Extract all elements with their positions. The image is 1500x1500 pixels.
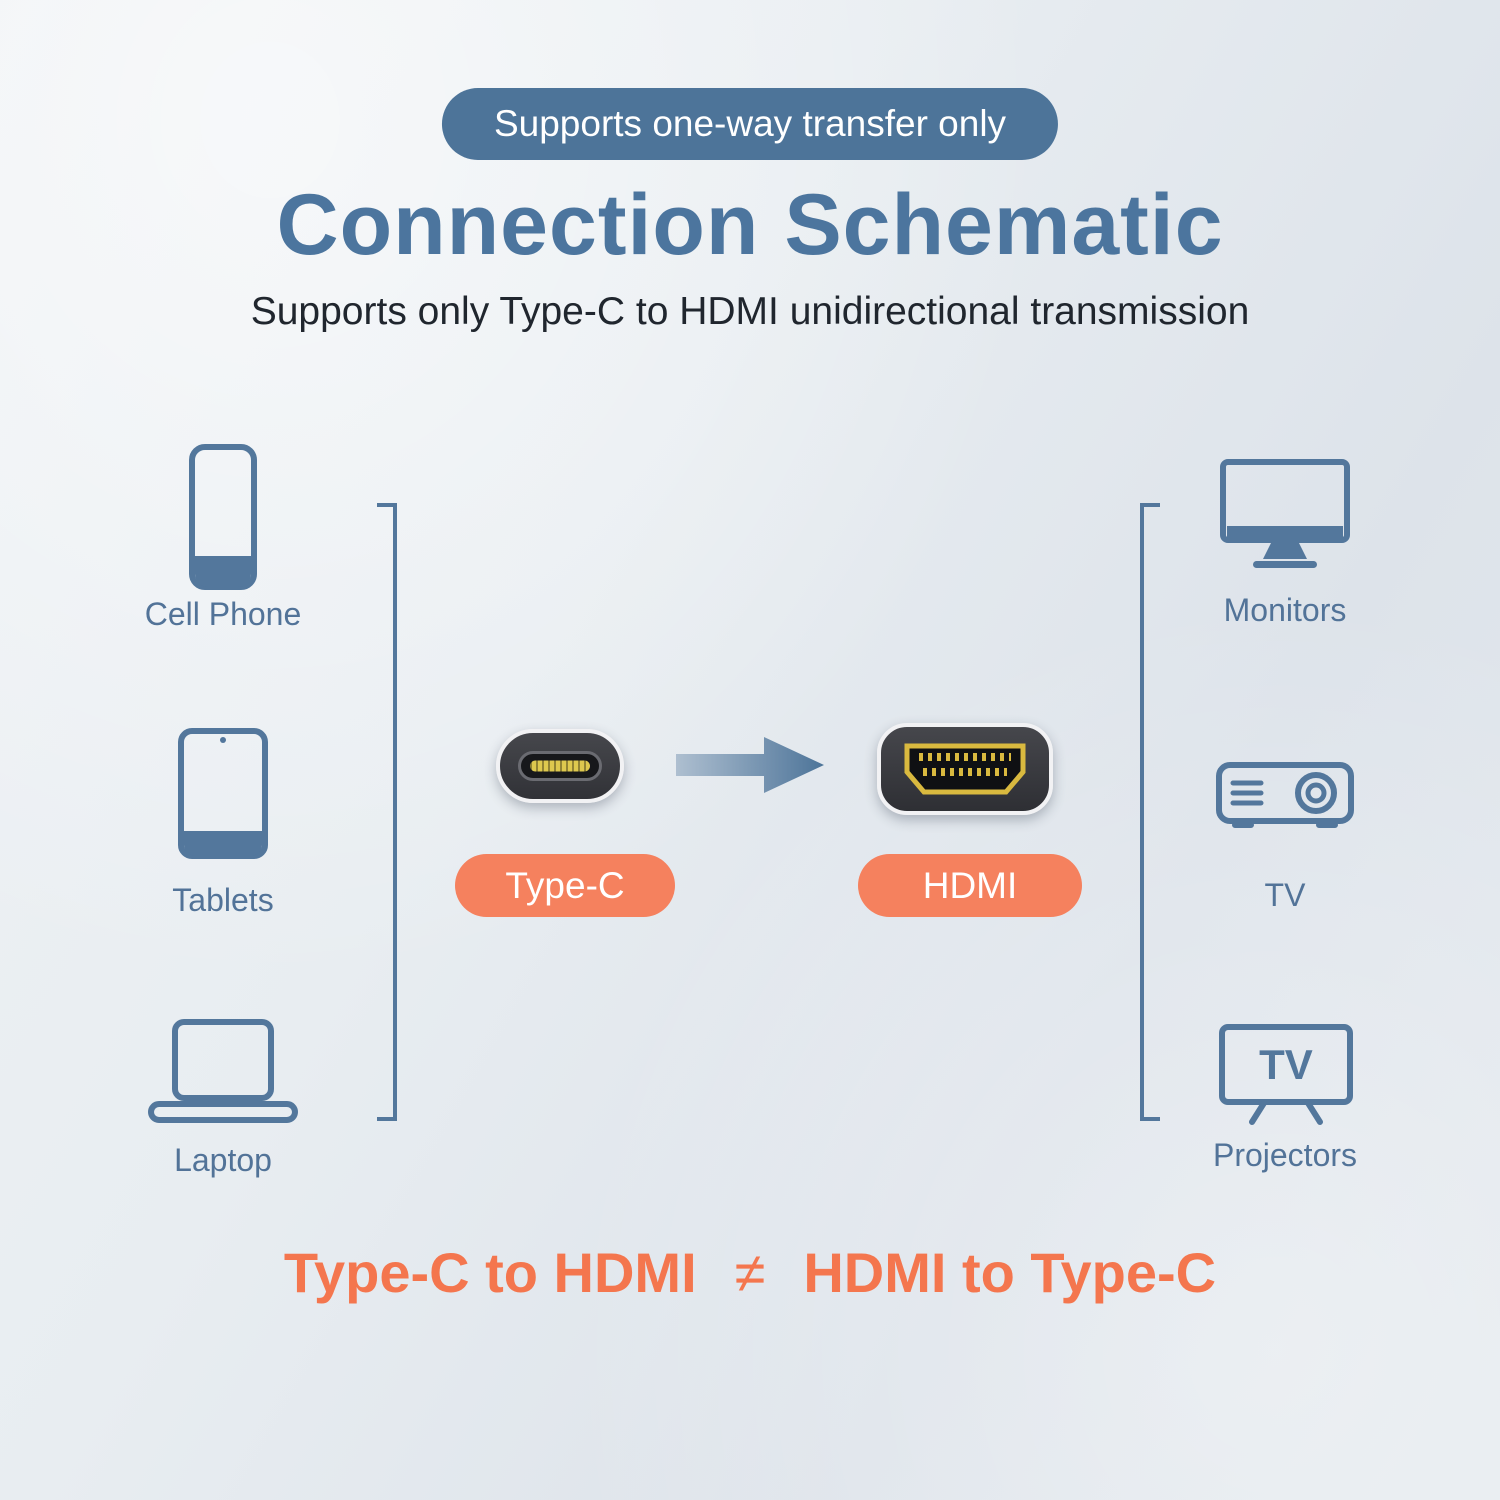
hdmi-tag: HDMI bbox=[858, 854, 1082, 917]
page-subtitle: Supports only Type-C to HDMI unidirectio… bbox=[250, 290, 1250, 333]
inequality-left: Type-C to HDMI bbox=[283, 1241, 697, 1304]
hdmi-port bbox=[904, 743, 1026, 795]
inequality-right: HDMI to Type-C bbox=[803, 1241, 1217, 1304]
not-equal-symbol: ≠ bbox=[734, 1241, 766, 1304]
type-c-port bbox=[518, 751, 602, 781]
destination-group-bracket bbox=[1140, 503, 1160, 1121]
destination-label-tv: TV bbox=[1264, 877, 1306, 913]
inequality-statement: Type-C to HDMI ≠ HDMI to Type-C bbox=[0, 1240, 1500, 1305]
projector-icon bbox=[1215, 755, 1355, 833]
type-c-tag: Type-C bbox=[455, 854, 675, 917]
hdmi-connector bbox=[877, 723, 1053, 815]
tv-icon: TV bbox=[1218, 1023, 1354, 1127]
page-title: Connection Schematic bbox=[276, 177, 1224, 273]
type-c-pins bbox=[530, 760, 590, 772]
source-label-tablets: Tablets bbox=[172, 882, 274, 918]
right-arrow-icon bbox=[676, 733, 826, 797]
source-label-cell-phone: Cell Phone bbox=[144, 596, 302, 632]
destination-label-projectors: Projectors bbox=[1212, 1137, 1358, 1173]
tablet-icon bbox=[177, 727, 269, 860]
source-group-bracket bbox=[377, 503, 397, 1121]
source-label-laptop: Laptop bbox=[174, 1142, 272, 1178]
destination-label-monitors: Monitors bbox=[1223, 592, 1347, 628]
monitor-icon bbox=[1219, 458, 1351, 570]
one-way-badge: Supports one-way transfer only bbox=[441, 88, 1059, 160]
type-c-connector bbox=[496, 729, 624, 803]
cell-phone-icon bbox=[188, 443, 258, 591]
laptop-icon bbox=[147, 1018, 299, 1124]
tv-icon-text: TV bbox=[1259, 1041, 1313, 1088]
